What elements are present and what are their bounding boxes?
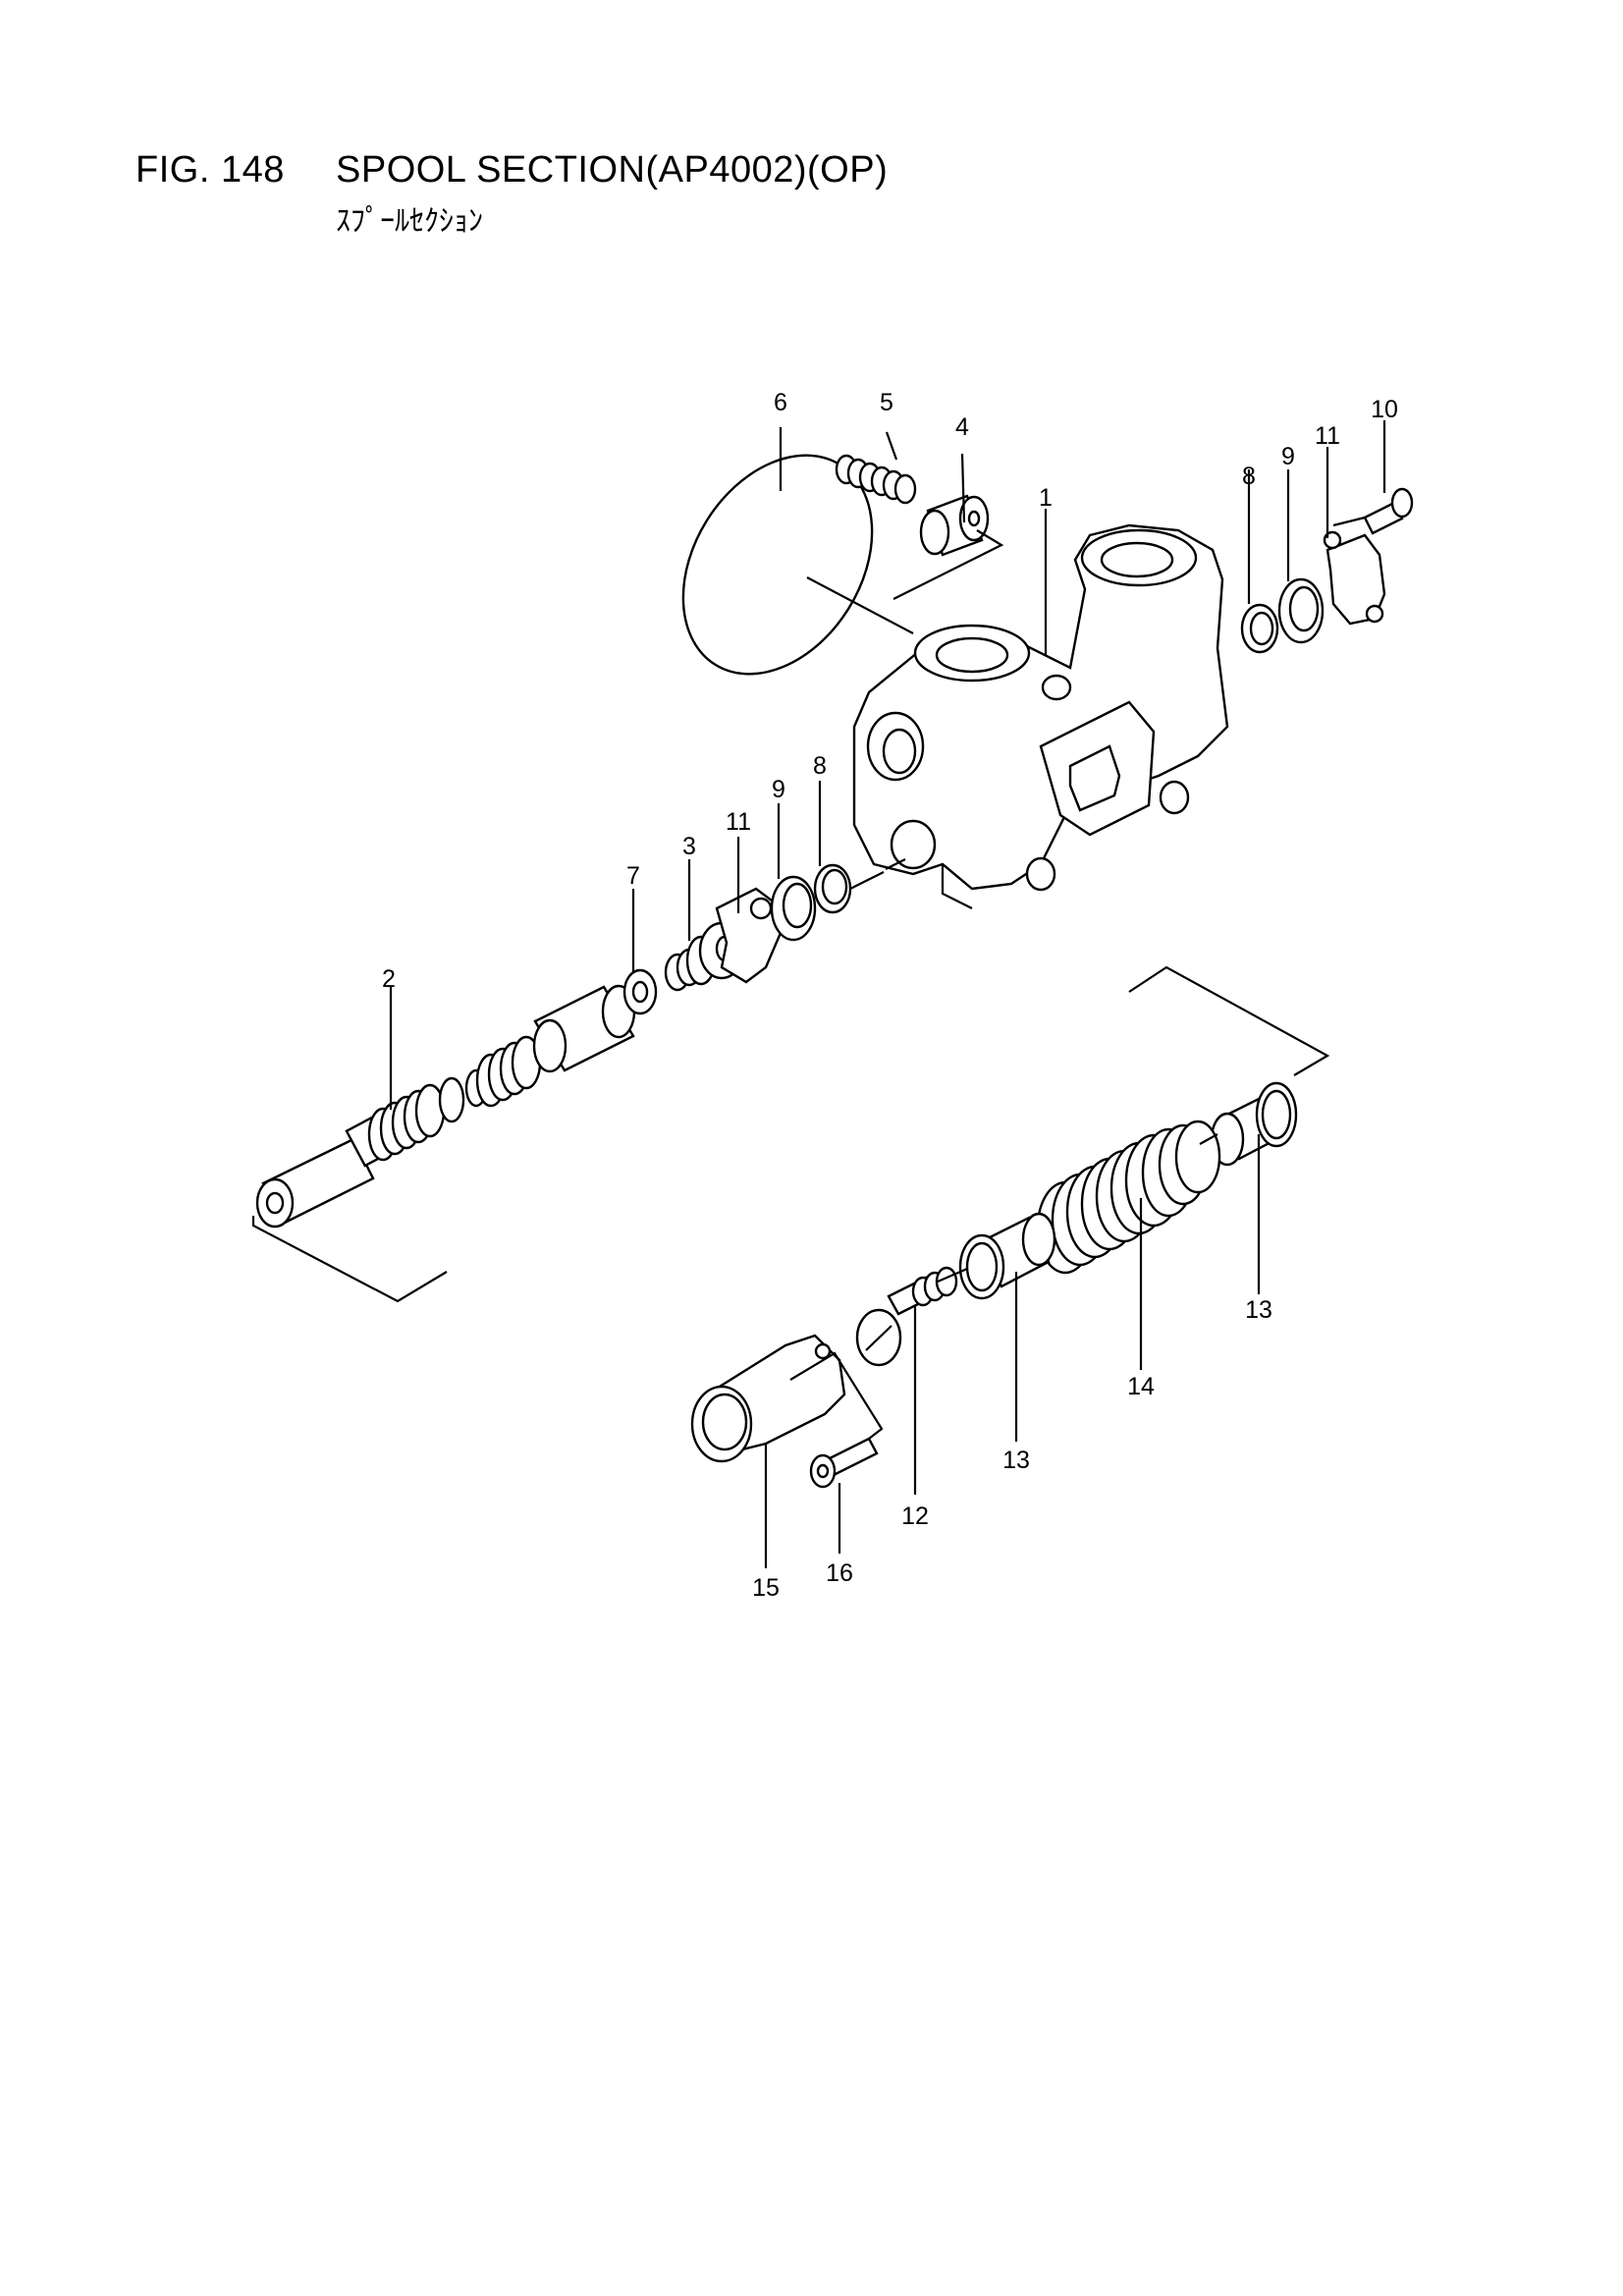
callout-8-left: 8 xyxy=(813,752,827,780)
screw-12 xyxy=(855,1266,958,1367)
callout-5: 5 xyxy=(880,389,893,416)
callout-1: 1 xyxy=(1039,484,1053,512)
callout-11-right: 11 xyxy=(1315,422,1340,450)
callout-9-left: 9 xyxy=(772,776,785,803)
sleeve-13-right xyxy=(1210,1081,1298,1167)
figure-subtitle: ｽﾌﾟｰﾙｾｸｼｮﾝ xyxy=(336,204,483,239)
callout-2: 2 xyxy=(382,965,396,993)
bolt-10 xyxy=(1363,487,1414,535)
callout-3: 3 xyxy=(682,833,696,860)
callout-13-left: 13 xyxy=(1002,1447,1030,1474)
callout-9-right: 9 xyxy=(1281,443,1295,470)
callout-16: 16 xyxy=(826,1559,853,1587)
callout-12: 12 xyxy=(901,1503,929,1530)
figure-number: FIG. 148 xyxy=(135,149,285,191)
oring-8-left xyxy=(813,863,852,914)
callout-15: 15 xyxy=(752,1574,780,1602)
callout-10: 10 xyxy=(1371,396,1398,423)
part-4 xyxy=(919,494,990,557)
cap-15 xyxy=(690,1334,846,1463)
leader-lines xyxy=(251,420,1386,1568)
callout-11-left: 11 xyxy=(726,808,751,836)
callout-4: 4 xyxy=(955,413,969,441)
callout-13-right: 13 xyxy=(1245,1296,1272,1324)
washer-7 xyxy=(622,968,658,1015)
callout-labels: 1 2 3 4 5 6 7 8 8 9 9 10 11 11 12 13 13 … xyxy=(382,389,1398,1602)
bolt-16 xyxy=(809,1437,879,1489)
callout-7: 7 xyxy=(626,862,640,890)
spring-14 xyxy=(1036,1120,1221,1275)
valve-body xyxy=(852,523,1229,909)
callout-14: 14 xyxy=(1127,1373,1155,1400)
spool xyxy=(255,984,636,1229)
figure-title: SPOOL SECTION(AP4002)(OP) xyxy=(336,149,889,191)
spring-5 xyxy=(835,454,917,505)
callout-6: 6 xyxy=(774,389,787,416)
sleeve-13-left xyxy=(958,1212,1056,1300)
seal-9-left xyxy=(770,875,817,942)
callout-8-right: 8 xyxy=(1242,463,1256,490)
